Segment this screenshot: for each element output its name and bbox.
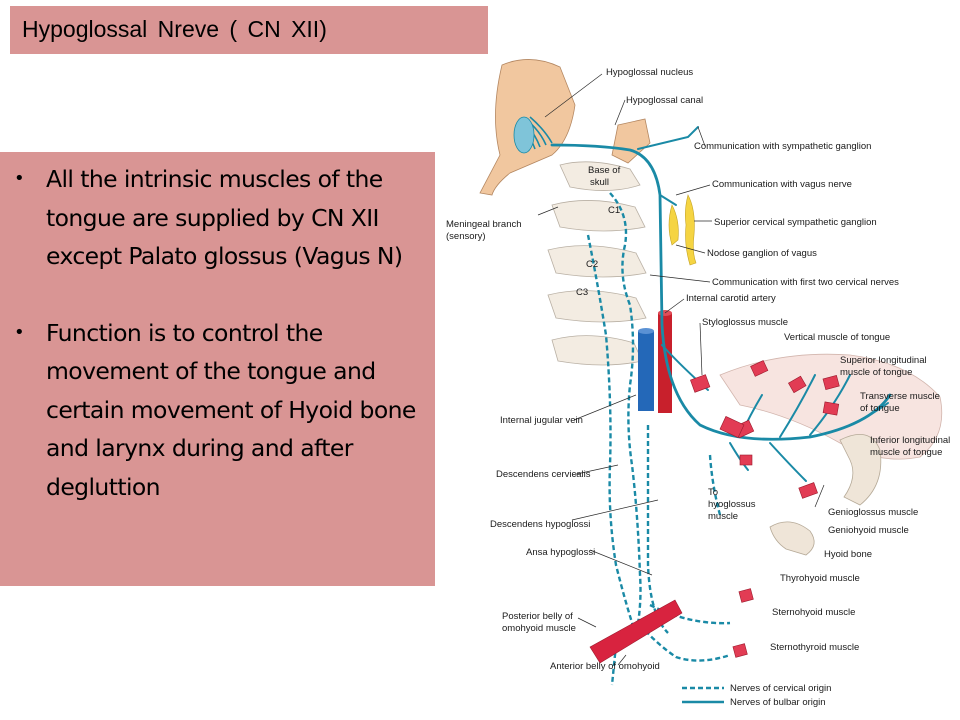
label-posterior-belly: omohyoid muscle — [502, 623, 576, 634]
legend-bulbar-label: Nerves of bulbar origin — [730, 697, 826, 708]
legend-cervical-label: Nerves of cervical origin — [730, 683, 831, 694]
slide-title: Hypoglossal Nreve ( CN XII) — [22, 16, 327, 42]
label-c1: C1 — [608, 205, 620, 216]
bullet-text: All the intrinsic muscles of the tongue … — [46, 165, 403, 270]
label-sup-cervical-ganglion: Superior cervical sympathetic ganglion — [714, 217, 877, 228]
bullet-list: • All the intrinsic muscles of the tongu… — [10, 160, 421, 506]
label-meningeal-branch: (sensory) — [446, 231, 486, 242]
content-panel: • All the intrinsic muscles of the tongu… — [0, 152, 435, 586]
label-nodose-ganglion: Nodose ganglion of vagus — [707, 248, 817, 259]
label-posterior-belly: Posterior belly of — [502, 611, 573, 622]
label-meningeal-branch: Meningeal branch — [446, 219, 522, 230]
label-geniohyoid: Geniohyoid muscle — [828, 525, 909, 536]
label-transverse: of tongue — [860, 403, 900, 414]
bullet-item: • All the intrinsic muscles of the tongu… — [10, 160, 421, 276]
label-genioglossus: Genioglossus muscle — [828, 507, 918, 518]
title-banner: Hypoglossal Nreve ( CN XII) — [10, 6, 488, 54]
label-internal-jugular: Internal jugular vein — [500, 415, 583, 426]
hyoid-bone-shape — [769, 521, 815, 556]
leader-lines — [537, 73, 825, 666]
label-descendens-cervicalis: Descendens cervicalis — [496, 469, 591, 480]
bullet-text: Function is to control the movement of t… — [46, 318, 416, 501]
label-hypoglossal-nucleus: Hypoglossal nucleus — [606, 67, 693, 78]
label-base-of-skull: Base of — [588, 165, 621, 176]
bullet-item: • Function is to control the movement of… — [10, 314, 421, 507]
label-styloglossus: Styloglossus muscle — [702, 317, 788, 328]
internal-carotid-artery-shape — [658, 310, 672, 413]
bullet-icon: • — [14, 321, 25, 343]
mandible-shape — [839, 433, 882, 506]
label-hypoglossal-canal: Hypoglossal canal — [626, 95, 703, 106]
label-sternothyroid: Sternothyroid muscle — [770, 642, 859, 653]
superior-cervical-ganglion-shape — [685, 194, 697, 266]
nodose-ganglion-shape — [668, 204, 679, 246]
label-inferior-longitudinal: muscle of tongue — [870, 447, 942, 458]
label-c2: C2 — [586, 259, 598, 270]
muscle-fragments — [589, 360, 840, 664]
label-comm-vagus: Communication with vagus nerve — [712, 179, 852, 190]
label-transverse: Transverse muscle — [860, 391, 940, 402]
label-descendens-hypoglossi: Descendens hypoglossi — [490, 519, 590, 530]
label-anterior-belly: Anterior belly of omohyoid — [550, 661, 660, 672]
label-superior-longitudinal: muscle of tongue — [840, 367, 912, 378]
label-internal-carotid: Internal carotid artery — [686, 293, 776, 304]
label-to-hyoglossus: hyoglossus — [708, 499, 756, 510]
bullet-icon: • — [14, 168, 25, 189]
label-hyoid-bone: Hyoid bone — [824, 549, 872, 560]
label-sternohyoid: Sternohyoid muscle — [772, 607, 855, 618]
label-vertical-tongue: Vertical muscle of tongue — [784, 332, 890, 343]
label-base-of-skull: skull — [590, 177, 609, 188]
label-to-hyoglossus: muscle — [708, 511, 738, 522]
label-comm-sympathetic: Communication with sympathetic ganglion — [694, 141, 871, 152]
label-ansa-hypoglossi: Ansa hypoglossi — [526, 547, 595, 558]
internal-jugular-vein-shape — [638, 328, 654, 411]
legend: Nerves of cervical origin Nerves of bulb… — [682, 683, 831, 708]
hypoglossal-nerve-diagram: Hypoglossal nucleus Hypoglossal canal Co… — [446, 59, 950, 708]
label-superior-longitudinal: Superior longitudinal — [840, 355, 927, 366]
label-inferior-longitudinal: Inferior longitudinal — [870, 435, 950, 446]
label-to-hyoglossus: To — [708, 487, 718, 498]
hypoglossal-nucleus-shape — [513, 116, 535, 154]
label-comm-cervical: Communication with first two cervical ne… — [712, 277, 899, 288]
cervical-nerves — [586, 192, 731, 686]
label-c3: C3 — [576, 287, 588, 298]
label-thyrohyoid: Thyrohyoid muscle — [780, 573, 860, 584]
